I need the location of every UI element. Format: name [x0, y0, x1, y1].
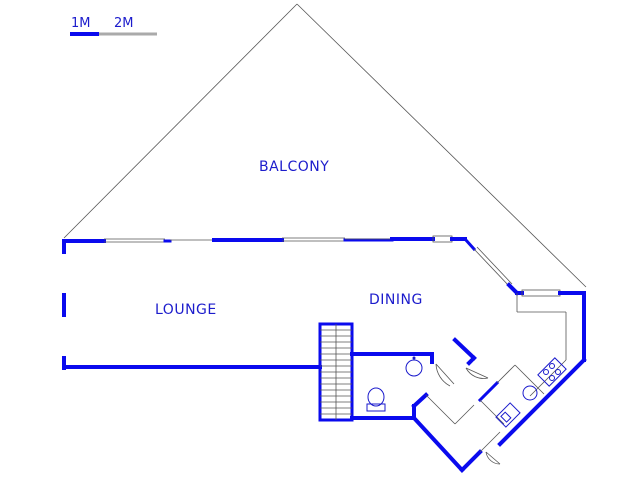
toilet-icon	[366, 387, 386, 412]
stove-icon	[537, 357, 567, 387]
room-label-lounge: LOUNGE	[155, 302, 217, 318]
top-wall	[62, 235, 586, 297]
basin-icon	[405, 356, 423, 377]
balcony-outline	[63, 3, 587, 288]
sink-icon	[495, 402, 521, 428]
stair-treads	[320, 329, 352, 415]
scale-bar: 1M 2M	[70, 16, 157, 36]
kitchen-walls	[477, 291, 587, 447]
room-label-balcony: BALCONY	[259, 159, 329, 175]
scale-label-1m: 1M	[71, 16, 91, 31]
room-label-dining: DINING	[369, 292, 423, 308]
corridor-walls	[411, 394, 501, 473]
scale-label-2m: 2M	[114, 16, 134, 31]
bathroom-walls	[350, 337, 489, 420]
kitchen-basin-icon	[522, 385, 538, 401]
